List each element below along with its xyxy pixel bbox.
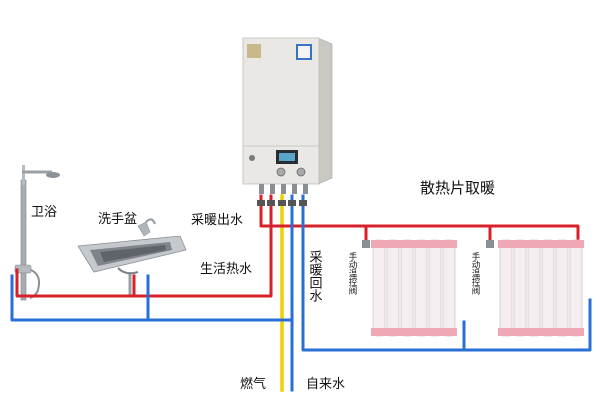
pipes: [10, 194, 592, 392]
radiator-left: [371, 239, 457, 337]
label-tap-water: 自来水: [306, 377, 345, 392]
label-domestic-hot-water: 生活热水: [200, 262, 252, 277]
label-manual-valve-right: 手动温控阀: [470, 251, 480, 295]
valve-icon: [257, 200, 307, 206]
domestic-hot-pipe: [15, 194, 273, 298]
label-heating-outlet: 采暖出水: [191, 213, 243, 228]
label-radiator-heating: 散热片取暖: [420, 179, 495, 197]
cold-supply-pipe: [10, 274, 294, 322]
label-manual-valve-left: 手动温控阀: [347, 251, 357, 295]
heating-return-pipe: [301, 194, 592, 352]
radiator-icon: [362, 239, 584, 337]
label-gas: 燃气: [240, 376, 266, 392]
wash-basin-icon: [77, 218, 187, 296]
label-heating-return: 采暖回水: [307, 250, 323, 302]
label-bathroom: 卫浴: [31, 205, 57, 220]
radiator-right: [498, 239, 584, 337]
heating-outlet-pipe: [259, 194, 580, 244]
boiler-icon: [242, 37, 333, 194]
shower-icon: [14, 165, 60, 301]
label-wash-basin: 洗手盆: [98, 212, 137, 227]
